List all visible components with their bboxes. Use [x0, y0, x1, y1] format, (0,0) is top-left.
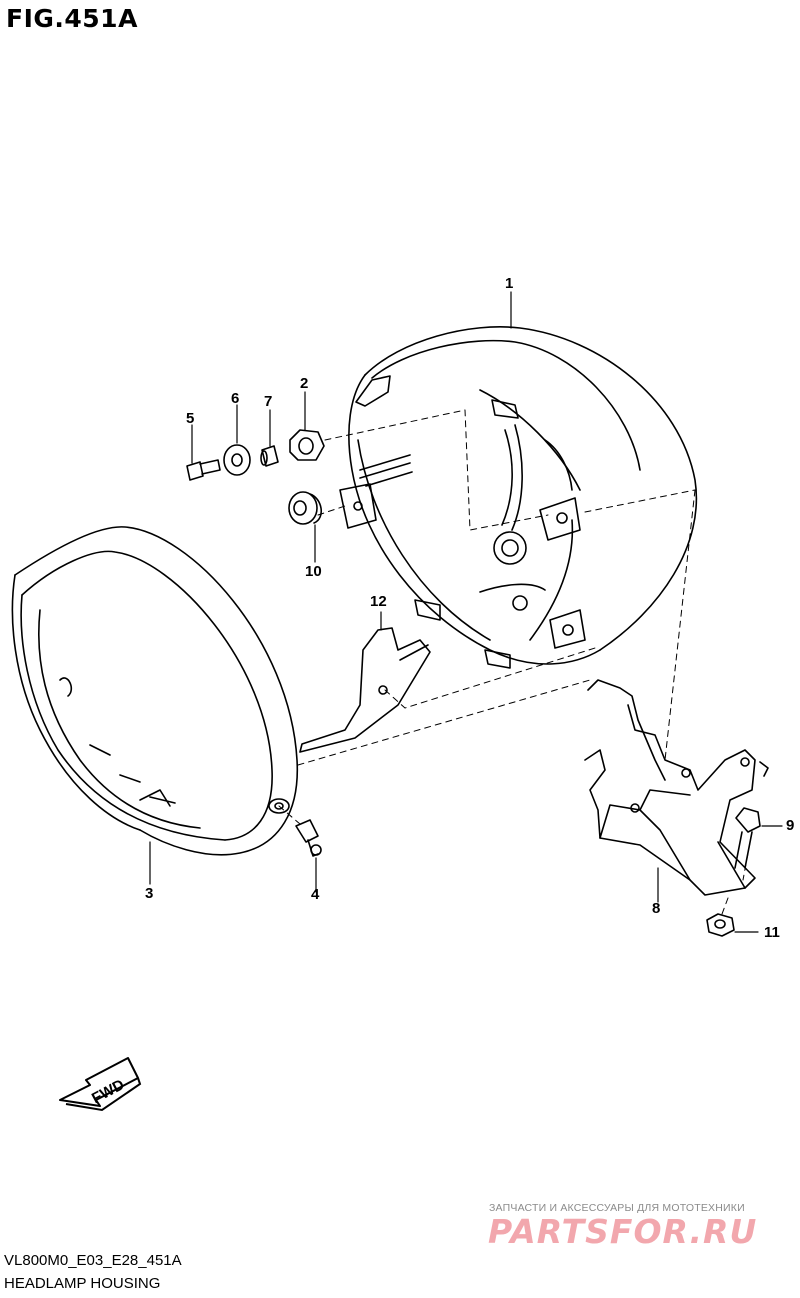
- callout-6: 6: [231, 390, 240, 407]
- grommet-10: [288, 491, 322, 525]
- figure-title: FIG.451A: [6, 4, 138, 33]
- screw-4: [295, 819, 322, 857]
- nut-11: [706, 913, 735, 937]
- nut-2: [289, 429, 325, 461]
- headlamp-housing-shell: [339, 326, 698, 669]
- callout-7: 7: [264, 393, 273, 410]
- mounting-bracket-8: [584, 679, 769, 896]
- callout-2: 2: [300, 375, 309, 392]
- leader-lines: [149, 291, 783, 933]
- callout-1: 1: [505, 275, 514, 292]
- figure-name: HEADLAMP HOUSING: [4, 1275, 161, 1292]
- callout-10: 10: [305, 563, 322, 580]
- collar-7: [260, 445, 279, 467]
- forward-arrow-icon: FWD: [59, 1057, 142, 1112]
- screw-5: [186, 459, 221, 481]
- dashed-alignment-lines: [278, 409, 753, 915]
- headlamp-rim: [11, 526, 299, 856]
- callout-8: 8: [652, 900, 661, 917]
- figure-code: VL800M0_E03_E28_451A: [4, 1252, 182, 1269]
- bolt-9: [734, 807, 761, 869]
- watermark-brand: PARTSFOR.RU: [488, 1212, 758, 1251]
- callout-3: 3: [145, 885, 154, 902]
- watermark-caption: ЗАПЧАСТИ И АКСЕССУАРЫ ДЛЯ МОТОТЕХНИКИ: [489, 1202, 745, 1214]
- callout-11: 11: [764, 924, 780, 941]
- bracket-12: [299, 627, 431, 753]
- callout-12: 12: [370, 593, 387, 610]
- callout-9: 9: [786, 817, 795, 834]
- callout-4: 4: [311, 886, 320, 903]
- callout-5: 5: [186, 410, 195, 427]
- washer-6: [223, 444, 251, 476]
